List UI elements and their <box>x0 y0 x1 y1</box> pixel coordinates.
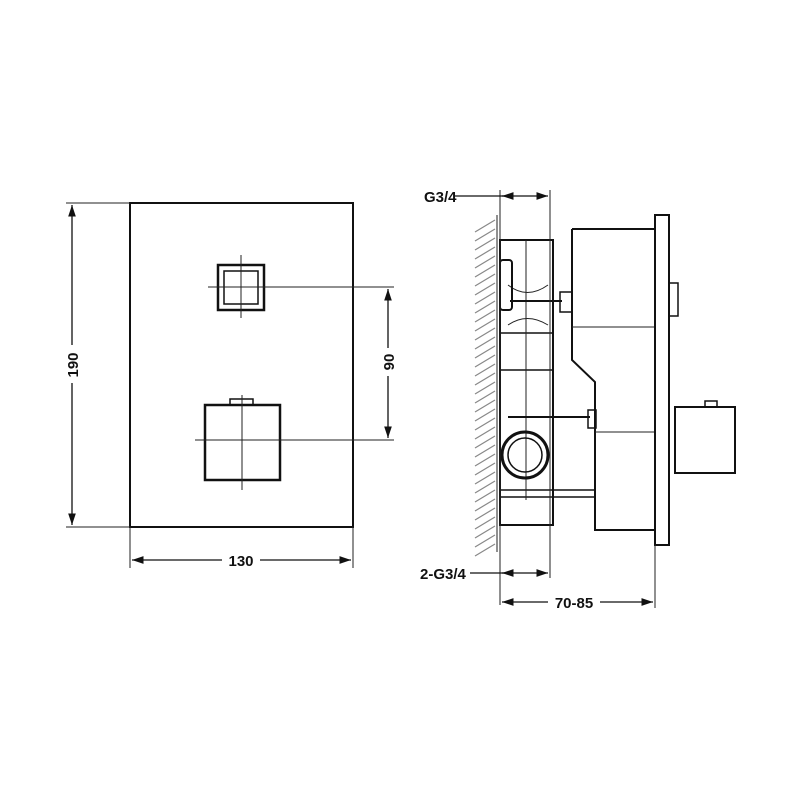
hatch-line <box>474 426 496 440</box>
hatch-line <box>474 219 496 233</box>
top-inlet-dimension: G3/4 <box>424 189 551 605</box>
side-knob <box>674 406 736 474</box>
hatch-line <box>474 480 496 494</box>
hatch-line <box>474 498 496 512</box>
height-dimension: 190 <box>62 202 130 528</box>
hatch-line <box>474 399 496 413</box>
hatch-line <box>474 345 496 359</box>
hatch-line <box>474 282 496 296</box>
hatch-line <box>474 363 496 377</box>
hatch-line <box>474 507 496 521</box>
wall-hatch <box>474 219 496 557</box>
depth-dimension: 70-85 <box>502 545 656 612</box>
hatch-line <box>474 255 496 269</box>
hatch-line <box>474 543 496 557</box>
hatch-line <box>474 471 496 485</box>
top-inlet-label: G3/4 <box>424 189 457 206</box>
spacing-dimension: 90 <box>265 286 398 441</box>
hatch-line <box>474 516 496 530</box>
hatch-line <box>474 291 496 305</box>
front-view: 190 90 130 <box>62 202 398 570</box>
hatch-line <box>474 381 496 395</box>
hatch-line <box>474 309 496 323</box>
bottom-inlet-dimension: 2-G3/4 <box>420 566 548 583</box>
hatch-line <box>474 354 496 368</box>
hatch-line <box>474 444 496 458</box>
hatch-line <box>474 417 496 431</box>
hatch-line <box>474 462 496 476</box>
spacing-label: 90 <box>381 354 398 371</box>
height-label: 190 <box>65 352 82 377</box>
housing <box>571 228 655 531</box>
hatch-line <box>474 435 496 449</box>
depth-label: 70-85 <box>555 595 593 612</box>
hatch-line <box>474 453 496 467</box>
hatch-line <box>474 408 496 422</box>
hatch-line <box>474 273 496 287</box>
side-view: G3/4 2-G3/4 70-85 <box>420 189 736 612</box>
hatch-line <box>474 246 496 260</box>
valve-body <box>499 239 597 526</box>
hatch-line <box>474 327 496 341</box>
side-plate <box>654 214 670 546</box>
hatch-line <box>474 390 496 404</box>
hatch-line <box>474 300 496 314</box>
thermostatic-knob <box>195 395 282 490</box>
hatch-line <box>474 237 496 251</box>
hatch-line <box>474 534 496 548</box>
side-button <box>668 282 679 317</box>
hatch-line <box>474 318 496 332</box>
hatch-line <box>474 525 496 539</box>
bottom-inlet-label: 2-G3/4 <box>420 566 467 583</box>
diverter-button <box>208 255 266 318</box>
hatch-line <box>474 372 496 386</box>
front-plate <box>129 202 354 528</box>
outlet-pipe <box>500 430 550 480</box>
hatch-line <box>474 489 496 503</box>
hatch-line <box>474 264 496 278</box>
width-label: 130 <box>228 553 253 570</box>
hatch-line <box>474 336 496 350</box>
width-dimension: 130 <box>129 527 354 570</box>
hatch-line <box>474 228 496 242</box>
